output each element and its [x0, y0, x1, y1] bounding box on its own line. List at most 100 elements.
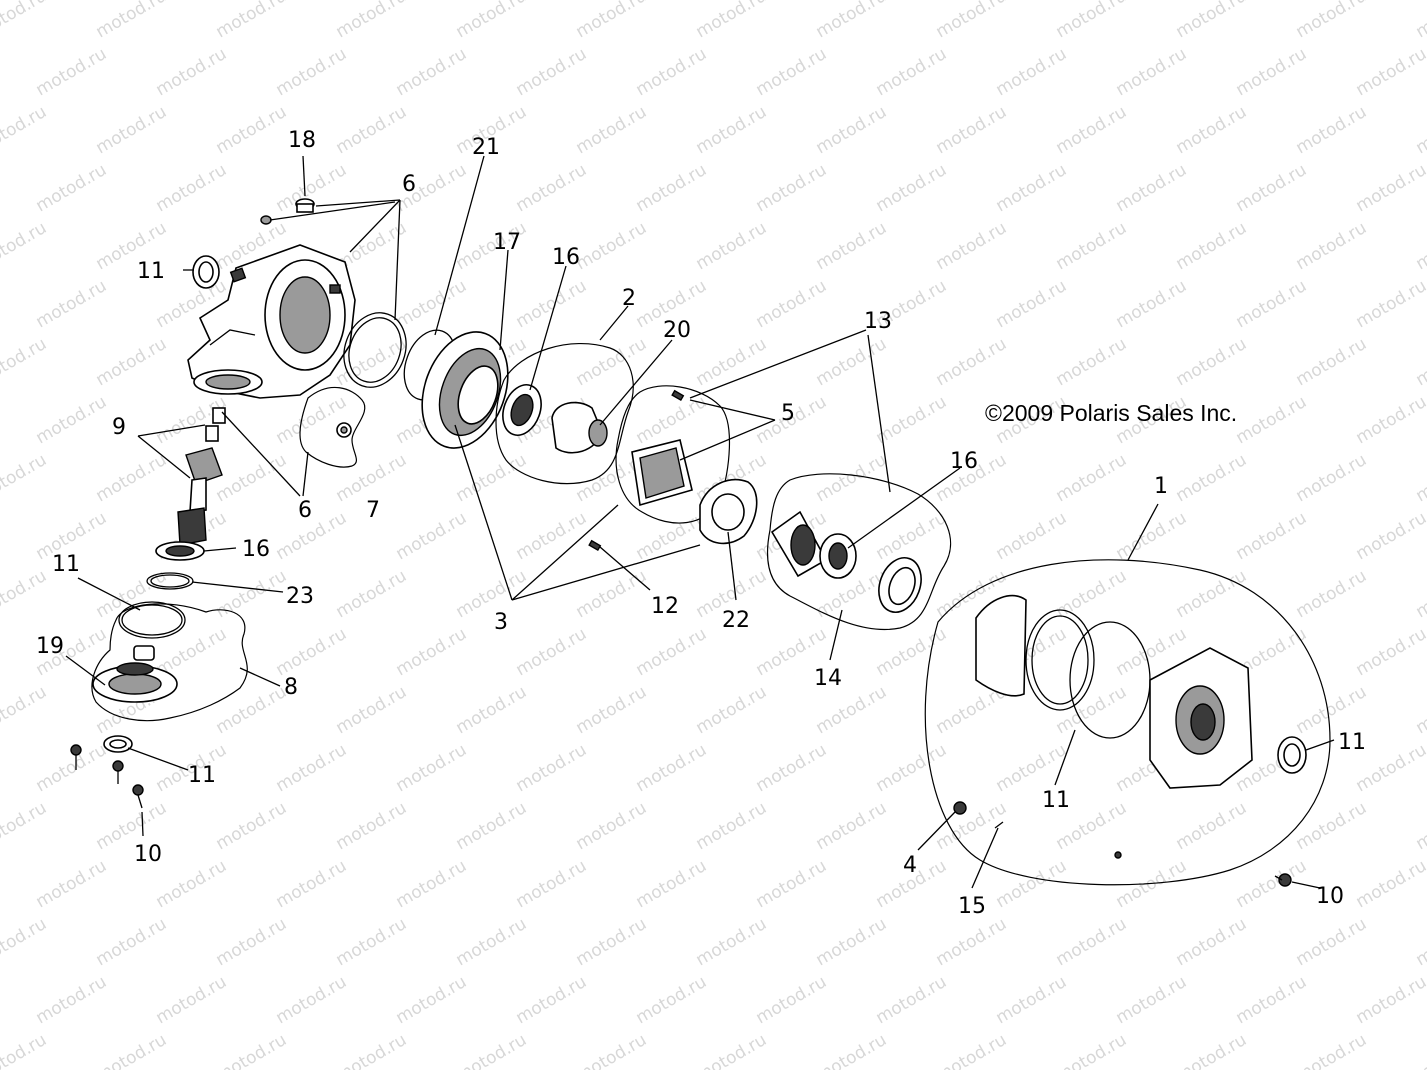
part-bracket-7 [299, 386, 366, 468]
watermark-text: motod.ru [753, 44, 831, 100]
watermark-text: motod.ru [33, 44, 111, 100]
watermark-text: motod.ru [1293, 566, 1371, 622]
part-bolt-10-right [1274, 873, 1292, 887]
callout-4: 4 [903, 853, 917, 878]
watermark-text: motod.ru [693, 102, 771, 158]
watermark-text: motod.ru [0, 1030, 50, 1070]
watermark-text: motod.ru [1353, 392, 1427, 448]
watermark-text: motod.ru [213, 450, 291, 506]
watermark-text: motod.ru [813, 1030, 891, 1070]
watermark-text: motod.ru [873, 508, 951, 564]
watermark-text: motod.ru [813, 218, 891, 274]
watermark-text: motod.ru [873, 44, 951, 100]
callout-19: 19 [36, 634, 64, 659]
watermark-text: motod.ru [1353, 624, 1427, 680]
watermark-text: motod.ru [573, 218, 651, 274]
watermark-text: motod.ru [753, 856, 831, 912]
callout-18: 18 [288, 128, 316, 153]
watermark-text: motod.ru [1053, 1030, 1131, 1070]
watermark-text: motod.ru [933, 1030, 1011, 1070]
watermark-text: motod.ru [513, 856, 591, 912]
watermark-text: motod.ru [633, 972, 711, 1028]
part-oring-11-left [118, 601, 186, 639]
watermark-text: motod.ru [873, 160, 951, 216]
callout-9: 9 [112, 415, 126, 440]
watermark-text: motod.ru [393, 972, 471, 1028]
part-pinion-shaft-9 [177, 447, 223, 546]
watermark-text: motod.ru [1233, 392, 1311, 448]
watermark-text: motod.ru [1413, 102, 1427, 158]
watermark-text: motod.ru [1173, 566, 1251, 622]
watermark-text: motod.ru [1293, 102, 1371, 158]
watermark-text: motod.ru [453, 0, 531, 42]
watermark-text: motod.ru [1173, 1030, 1251, 1070]
watermark-text: motod.ru [333, 682, 411, 738]
watermark-text: motod.ru [633, 160, 711, 216]
watermark-text: motod.ru [1413, 1030, 1427, 1070]
watermark-text: motod.ru [393, 856, 471, 912]
watermark-text: motod.ru [1413, 218, 1427, 274]
watermark-text: motod.ru [333, 1030, 411, 1070]
watermark-text: motod.ru [1413, 566, 1427, 622]
watermark-text: motod.ru [0, 682, 50, 738]
callout-14: 14 [814, 666, 842, 691]
watermark-text: motod.ru [1053, 450, 1131, 506]
callout-6-top: 6 [402, 172, 416, 197]
watermark-text: motod.ru [273, 44, 351, 100]
watermark-text: motod.ru [1353, 160, 1427, 216]
watermark-text: motod.ru [573, 1030, 651, 1070]
callout-16-left: 16 [242, 537, 270, 562]
callout-17: 17 [493, 230, 521, 255]
watermark-text: motod.ru [813, 914, 891, 970]
watermark-text: motod.ru [813, 798, 891, 854]
callout-15: 15 [958, 894, 986, 919]
callout-11-upper: 11 [137, 259, 165, 284]
callout-10-right: 10 [1316, 884, 1344, 909]
callout-16-right: 16 [950, 449, 978, 474]
watermark-text: motod.ru [1053, 566, 1131, 622]
part-group-2 [495, 342, 634, 485]
watermark-text: motod.ru [0, 102, 50, 158]
watermark-text: motod.ru [753, 276, 831, 332]
watermark-text: motod.ru [1413, 334, 1427, 390]
watermark-text: motod.ru [993, 276, 1071, 332]
watermark-text: motod.ru [1233, 972, 1311, 1028]
part-vent-fitting-18 [260, 198, 315, 225]
watermark-text: motod.ru [213, 0, 291, 42]
watermark-text: motod.ru [1353, 276, 1427, 332]
part-snap-ring-23 [146, 572, 194, 590]
watermark-text: motod.ru [693, 218, 771, 274]
watermark-text: motod.ru [933, 334, 1011, 390]
watermark-text: motod.ru [333, 566, 411, 622]
watermark-text: motod.ru [1293, 334, 1371, 390]
callout-1: 1 [1154, 474, 1168, 499]
watermark-text: motod.ru [453, 798, 531, 854]
watermark-text: motod.ru [393, 508, 471, 564]
watermark-text: motod.ru [1413, 914, 1427, 970]
watermark-text: motod.ru [333, 102, 411, 158]
watermark-text: motod.ru [1053, 102, 1131, 158]
callout-11-left: 11 [52, 552, 80, 577]
callout-7: 7 [366, 498, 380, 523]
watermark-text: motod.ru [873, 740, 951, 796]
watermark-text: motod.ru [333, 0, 411, 42]
watermark-text: motod.ru [93, 1030, 171, 1070]
watermark-text: motod.ru [1053, 914, 1131, 970]
watermark-text: motod.ru [1293, 218, 1371, 274]
watermark-text: motod.ru [993, 160, 1071, 216]
part-seal-11-upper [192, 255, 220, 289]
watermark-text: motod.ru [33, 160, 111, 216]
watermark-text: motod.ru [1233, 160, 1311, 216]
watermark-text: motod.ru [633, 624, 711, 680]
watermark-text: motod.ru [513, 740, 591, 796]
watermark-text: motod.ru [873, 624, 951, 680]
watermark-text: motod.ru [1353, 508, 1427, 564]
watermark-text: motod.ru [513, 44, 591, 100]
watermark-text: motod.ru [1293, 798, 1371, 854]
watermark-text: motod.ru [33, 392, 111, 448]
part-cover-group-8 [91, 603, 248, 753]
watermark-text: motod.ru [573, 566, 651, 622]
watermark-text: motod.ru [993, 972, 1071, 1028]
watermark-text: motod.ru [1413, 450, 1427, 506]
